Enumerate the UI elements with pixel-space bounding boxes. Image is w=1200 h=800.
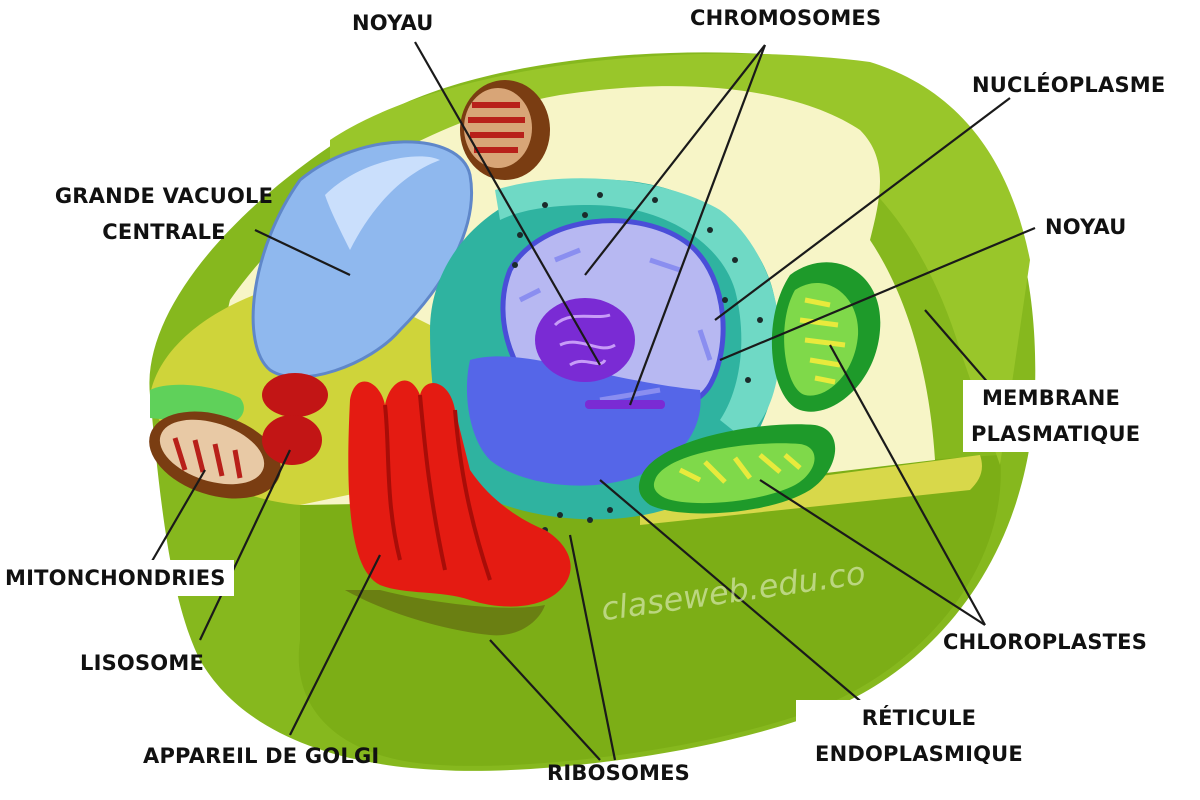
- label-membrane: MEMBRANE PLASMATIQUE: [963, 380, 1141, 452]
- label-chloroplastes: CHLOROPLASTES: [943, 630, 1148, 654]
- central-vacuole: [251, 140, 473, 379]
- leader-chromosomes-2: [628, 44, 767, 406]
- leader-lines: [147, 41, 1036, 761]
- label-chromosomes: CHROMOSOMES: [690, 6, 882, 30]
- leader-ribosomes-1: [489, 639, 601, 761]
- golgi-apparatus: [348, 380, 571, 607]
- leader-ribosomes-2: [568, 534, 617, 761]
- nucleus-lower: [466, 356, 701, 486]
- leader-nucleoplasme: [714, 97, 1011, 321]
- leader-noyau-right: [719, 226, 1036, 362]
- label-reticule: RÉTICULE ENDOPLASMIQUE: [796, 700, 1042, 772]
- lysosome-2: [262, 415, 322, 465]
- leader-chromosomes-1: [584, 44, 766, 276]
- label-membrane-line-1: MEMBRANE: [981, 386, 1121, 410]
- lysosome-1: [262, 373, 328, 417]
- leader-lisosome: [199, 449, 291, 641]
- chloroplast-upper-inner: [784, 282, 859, 396]
- label-nucleoplasme: NUCLÉOPLASME: [972, 73, 1166, 97]
- label-vacuole-line-1: GRANDE VACUOLE: [54, 184, 274, 208]
- label-golgi: APPAREIL DE GOLGI: [143, 744, 380, 768]
- label-noyau-right: NOYAU: [1045, 215, 1127, 239]
- vacuole-highlight: [325, 156, 440, 250]
- label-membrane-line-2: PLASMATIQUE: [971, 422, 1141, 446]
- leader-reticule: [599, 479, 866, 706]
- label-lisosome: LISOSOME: [80, 651, 204, 675]
- leader-noyau-top: [414, 41, 601, 366]
- label-reticule-line-2: ENDOPLASMIQUE: [815, 742, 1023, 766]
- golgi-shadow: [345, 590, 545, 636]
- chromosome-bar: [585, 400, 665, 409]
- leader-membrane: [924, 309, 991, 386]
- leader-mitochondries: [147, 469, 206, 569]
- mitochondrion-left-cristae: [172, 437, 243, 479]
- leader-chloroplastes-1: [759, 479, 986, 626]
- chloroplast-upper-thylakoids: [799, 297, 846, 385]
- label-noyau-top: NOYAU: [352, 11, 434, 35]
- label-vacuole-line-2: CENTRALE: [102, 220, 226, 244]
- label-mitochondries: MITONCHONDRIES: [0, 560, 234, 596]
- label-ribosomes: RIBOSOMES: [547, 761, 690, 785]
- chloroplast-lower-thylakoids: [678, 453, 802, 484]
- label-reticule-line-1: RÉTICULE: [861, 706, 977, 730]
- golgi-folds: [383, 394, 492, 581]
- leader-golgi: [289, 554, 381, 736]
- mitochondrion-top-inner: [464, 88, 532, 168]
- chromosome-strands: [518, 247, 713, 403]
- rough-er-outer: [495, 178, 781, 441]
- mitochondrion-top-cristae: [468, 102, 525, 153]
- label-vacuole: GRANDE VACUOLE CENTRALE: [46, 178, 282, 250]
- leader-vacuole: [254, 229, 351, 276]
- leader-chloroplastes-2: [829, 344, 986, 626]
